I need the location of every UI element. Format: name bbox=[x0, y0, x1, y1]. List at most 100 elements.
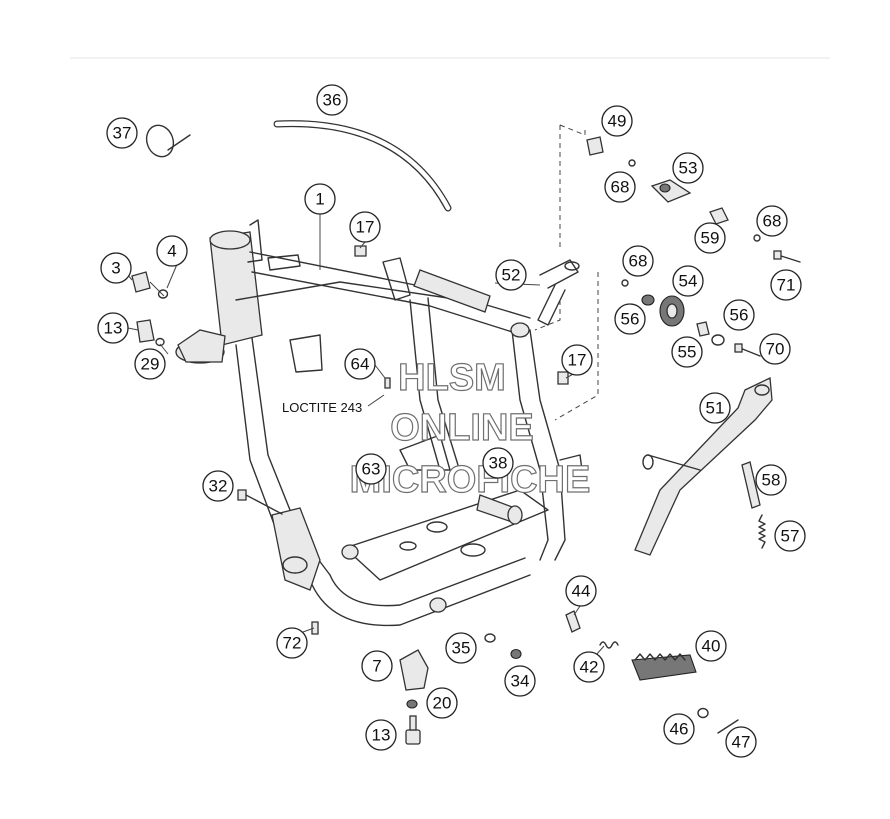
callout-label: 29 bbox=[141, 355, 160, 374]
callout-circle bbox=[694, 222, 726, 254]
callout-64: 64 bbox=[344, 348, 376, 380]
callout-20: 20 bbox=[426, 687, 458, 719]
callout-circle bbox=[622, 245, 654, 277]
callout-circle bbox=[695, 630, 727, 662]
callout-circle bbox=[349, 211, 381, 243]
oring-part-68a bbox=[628, 159, 636, 167]
bolt-part-13b bbox=[405, 715, 421, 745]
callout-38: 38 bbox=[482, 447, 514, 479]
callout-circle bbox=[614, 303, 646, 335]
callout-circle bbox=[97, 312, 129, 344]
callout-circle bbox=[723, 299, 755, 331]
callout-46: 46 bbox=[663, 713, 695, 745]
callout-59: 59 bbox=[694, 222, 726, 254]
callout-circle bbox=[361, 650, 393, 682]
callout-label: 72 bbox=[283, 634, 302, 653]
nut-part-20 bbox=[406, 699, 418, 709]
callout-label: 34 bbox=[511, 672, 530, 691]
callout-circle bbox=[156, 235, 188, 267]
callout-label: 56 bbox=[621, 310, 640, 329]
callout-label: 17 bbox=[568, 351, 587, 370]
assembly-line-a bbox=[534, 124, 586, 331]
oring-part-68c bbox=[621, 279, 629, 287]
assembly-line-b bbox=[554, 272, 599, 421]
callout-circle bbox=[100, 252, 132, 284]
callout-49: 49 bbox=[601, 105, 633, 137]
callout-63: 63 bbox=[355, 453, 387, 485]
callout-label: 63 bbox=[362, 460, 381, 479]
callout-68: 68 bbox=[604, 171, 636, 203]
callout-label: 71 bbox=[777, 276, 796, 295]
callout-label: 49 bbox=[608, 112, 627, 131]
cap-part-53 bbox=[650, 179, 692, 203]
callout-label: 52 bbox=[502, 266, 521, 285]
callout-circle bbox=[663, 713, 695, 745]
callout-label: 35 bbox=[452, 639, 471, 658]
callout-3: 3 bbox=[100, 252, 132, 284]
callout-label: 32 bbox=[209, 477, 228, 496]
washer-part-56a bbox=[641, 294, 655, 306]
callout-circle bbox=[756, 205, 788, 237]
rubber-block-part-7 bbox=[399, 649, 429, 691]
callout-label: 57 bbox=[781, 527, 800, 546]
callout-circle bbox=[604, 171, 636, 203]
callout-circle bbox=[671, 336, 703, 368]
callout-circle bbox=[495, 259, 527, 291]
callout-circle bbox=[202, 470, 234, 502]
watermark-line-2: ONLINE bbox=[390, 407, 534, 449]
callout-label: 68 bbox=[611, 178, 630, 197]
callout-label: 37 bbox=[113, 124, 132, 143]
callout-circle bbox=[316, 84, 348, 116]
callout-label: 17 bbox=[356, 218, 375, 237]
callout-44: 44 bbox=[565, 575, 597, 607]
oring-part-68b bbox=[753, 234, 761, 242]
screw-part-3 bbox=[131, 271, 165, 297]
callout-68: 68 bbox=[622, 245, 654, 277]
callout-circle bbox=[134, 348, 166, 380]
callout-circle bbox=[344, 348, 376, 380]
side-stand-part-51 bbox=[634, 377, 773, 556]
watermark-line-1: HLSM bbox=[398, 357, 506, 399]
nut-part-35 bbox=[484, 633, 496, 643]
callout-54: 54 bbox=[672, 265, 704, 297]
callout-17: 17 bbox=[561, 344, 593, 376]
spring-part-42 bbox=[599, 641, 619, 649]
watermark-line-3: MICROFICHE bbox=[350, 459, 591, 501]
callout-68: 68 bbox=[756, 205, 788, 237]
callout-1: 1 bbox=[304, 183, 336, 215]
callout-13: 13 bbox=[365, 719, 397, 751]
callout-label: 53 bbox=[679, 159, 698, 178]
callout-label: 4 bbox=[167, 242, 176, 261]
callout-label: 58 bbox=[762, 471, 781, 490]
callout-circle bbox=[106, 117, 138, 149]
frame-drawing bbox=[175, 219, 583, 627]
callout-circle bbox=[573, 651, 605, 683]
callout-70: 70 bbox=[759, 333, 791, 365]
callout-53: 53 bbox=[672, 152, 704, 184]
callout-13: 13 bbox=[97, 312, 129, 344]
callout-56: 56 bbox=[614, 303, 646, 335]
roller-part-54 bbox=[659, 295, 685, 327]
spring-part-57 bbox=[758, 514, 766, 549]
callout-circle bbox=[355, 453, 387, 485]
callout-57: 57 bbox=[774, 520, 806, 552]
bolt-part-13 bbox=[136, 319, 155, 343]
callout-label: 68 bbox=[763, 212, 782, 231]
callout-52: 52 bbox=[495, 259, 527, 291]
bracket-part-52 bbox=[537, 259, 580, 326]
callout-label: 38 bbox=[489, 454, 508, 473]
callout-circle bbox=[672, 265, 704, 297]
callout-35: 35 bbox=[445, 632, 477, 664]
callout-label: 47 bbox=[732, 733, 751, 752]
callout-label: 55 bbox=[678, 343, 697, 362]
callout-circle bbox=[759, 333, 791, 365]
clip-part-49 bbox=[586, 136, 604, 156]
bolt-part-71 bbox=[773, 250, 801, 263]
screw-part-64 bbox=[384, 377, 391, 389]
callout-label: 68 bbox=[629, 252, 648, 271]
callout-55: 55 bbox=[671, 336, 703, 368]
callout-circle bbox=[601, 105, 633, 137]
callout-label: 36 bbox=[323, 91, 342, 110]
callout-label: 3 bbox=[111, 259, 120, 278]
